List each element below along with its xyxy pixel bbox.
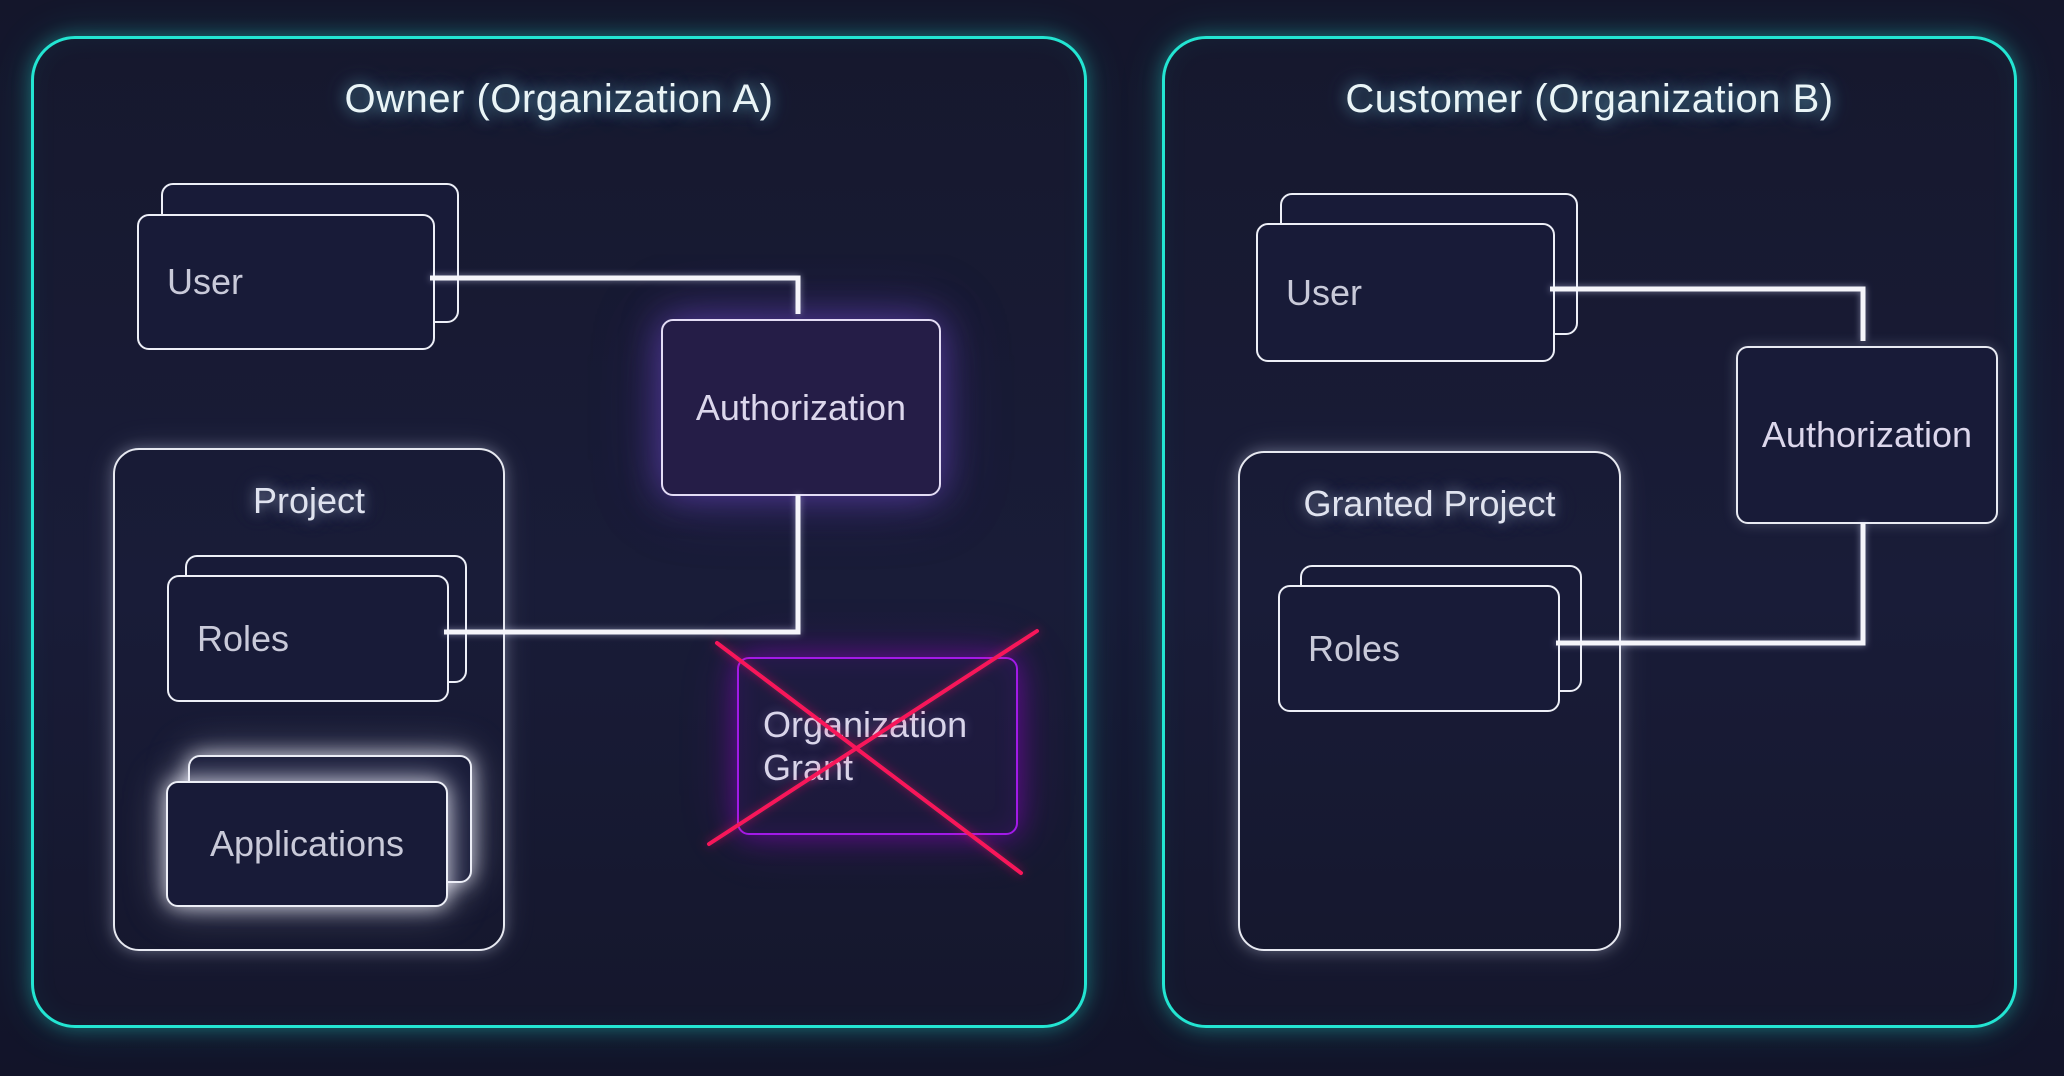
org-a-user-card: User: [137, 214, 435, 350]
org-a-applications-card: Applications: [166, 781, 448, 907]
org-a-roles-stack: Roles: [167, 555, 467, 702]
organization-grant-label: Organization Grant: [763, 703, 968, 788]
org-b-authorization-label: Authorization: [1761, 414, 1973, 455]
org-b-roles-stack: Roles: [1278, 565, 1582, 712]
org-b-user-card: User: [1256, 223, 1555, 362]
org-b-roles-card: Roles: [1278, 585, 1560, 712]
org-a-authorization-box: Authorization: [661, 319, 941, 496]
org-b-title: Customer (Organization B): [1345, 77, 1834, 121]
org-a-title: Owner (Organization A): [344, 77, 774, 121]
org-b-authorization-box: Authorization: [1736, 346, 1998, 524]
org-b-granted-project-title: Granted Project: [1303, 483, 1556, 524]
org-a-project-container: Project Roles Applications: [113, 448, 505, 951]
organization-grant-box: Organization Grant: [737, 657, 1018, 835]
org-a-project-title: Project: [252, 480, 366, 521]
org-a-applications-label: Applications: [209, 823, 405, 864]
org-b-user-stack: User: [1256, 193, 1579, 362]
org-b-user-label: User: [1286, 271, 1363, 313]
org-a-user-label: User: [167, 261, 244, 302]
org-a-roles-card: Roles: [167, 575, 449, 702]
org-b-container: Customer (Organization B) User Authoriza…: [1162, 36, 2017, 1028]
org-b-granted-project-container: Granted Project Roles: [1238, 451, 1621, 951]
org-a-roles-label: Roles: [197, 617, 290, 659]
org-a-container: Owner (Organization A) User Authorizatio…: [31, 36, 1087, 1028]
org-a-authorization-label: Authorization: [695, 386, 907, 428]
org-a-user-stack: User: [137, 183, 459, 350]
org-b-roles-label: Roles: [1308, 627, 1401, 669]
org-a-applications-stack: Applications: [166, 755, 472, 907]
